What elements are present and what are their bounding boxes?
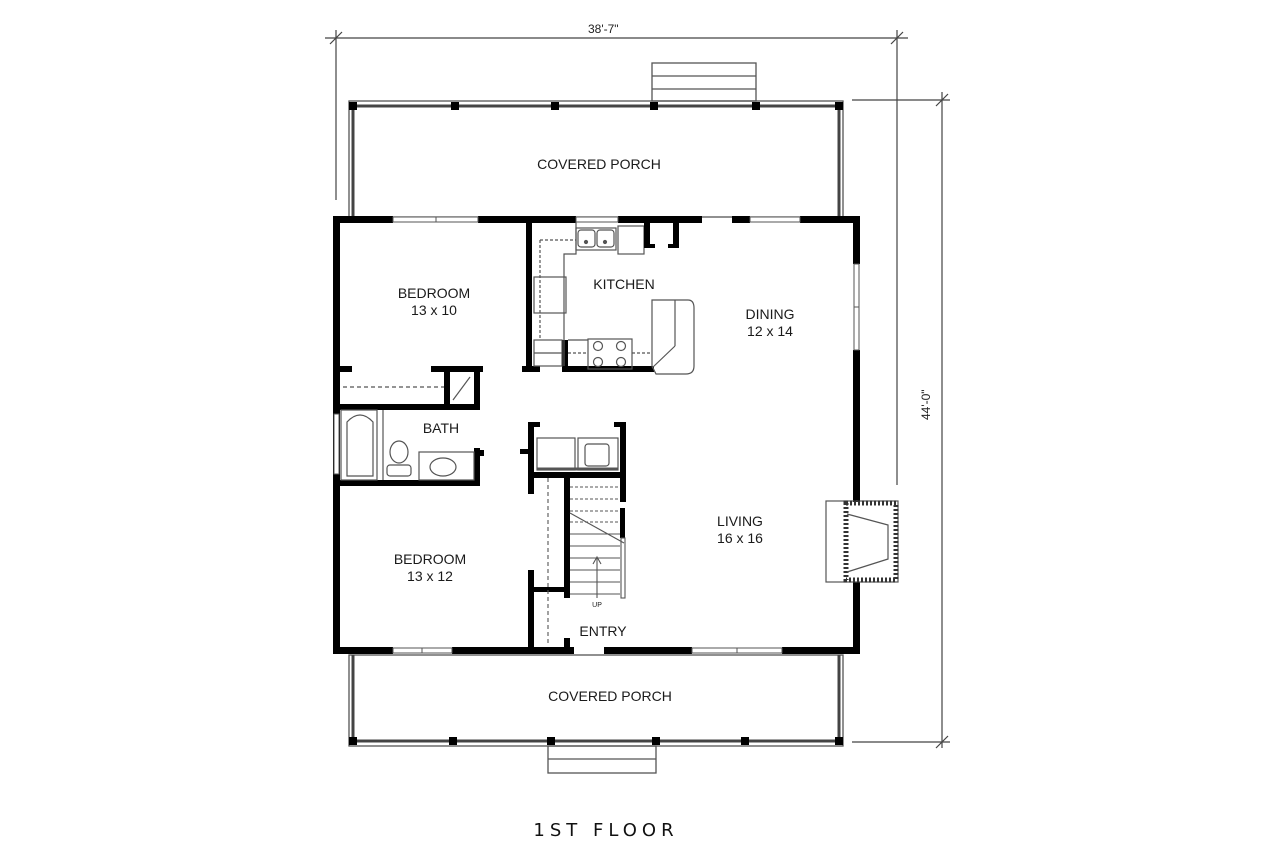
room-name: KITCHEN [593,276,655,292]
room-label-front-porch: COVERED PORCH [548,688,672,705]
room-label-bath: BATH [423,420,459,437]
depth-dimension-label: 44'-0" [919,389,933,420]
width-dimension-line [325,30,908,485]
stairs [547,478,626,646]
cooktop [587,338,633,370]
room-label-living: LIVING 16 x 16 [717,513,763,547]
room-label-dining: DINING 12 x 14 [746,306,795,340]
room-size: 13 x 10 [411,302,457,318]
room-label-rear-porch: COVERED PORCH [537,156,661,173]
room-name: BEDROOM [397,285,471,301]
width-dimension-label: 38'-7" [588,22,619,36]
room-name: COVERED PORCH [537,156,661,172]
front-porch-posts [349,737,843,745]
room-label-bedroom-1: BEDROOM 13 x 10 [398,285,470,319]
room-size: 13 x 12 [407,568,453,584]
room-name: DINING [745,306,795,322]
refrigerator [617,225,645,255]
pantry [644,222,679,248]
closet-details [343,376,471,401]
room-label-kitchen: KITCHEN [593,276,654,293]
front-porch-steps [547,745,657,774]
depth-dimension-line [852,92,950,749]
room-name: LIVING [717,513,763,529]
bath-fixtures [340,409,475,481]
rear-porch-posts [349,102,843,110]
kitchen-sink [575,227,617,251]
fireplace [825,500,899,583]
room-name: BATH [422,420,460,436]
room-name: BEDROOM [393,551,467,567]
room-name: ENTRY [579,623,627,639]
room-label-entry: ENTRY [579,623,626,640]
floor-title: 1ST FLOOR [533,820,679,841]
room-size: 16 x 16 [717,530,763,546]
laundry-appliances [536,437,619,471]
room-size: 12 x 14 [747,323,793,339]
room-name: COVERED PORCH [548,688,672,704]
room-label-bedroom-2: BEDROOM 13 x 12 [394,551,466,585]
windows [333,216,860,654]
stair-up-label: UP [592,602,602,609]
rear-porch-steps [651,62,757,102]
